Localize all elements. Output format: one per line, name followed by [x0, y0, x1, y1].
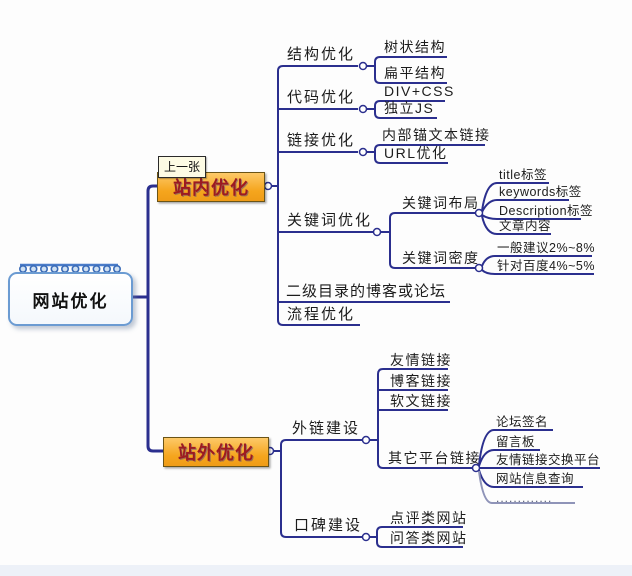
- node-soft-article-links[interactable]: 软文链接: [390, 393, 452, 409]
- node-process-optimization[interactable]: 流程优化: [287, 306, 356, 323]
- handle-onsite[interactable]: [263, 181, 273, 191]
- handle-code[interactable]: [358, 104, 368, 114]
- node-description-tag[interactable]: Description标签: [499, 204, 594, 218]
- node-keyword-optimization[interactable]: 关键词优化: [287, 212, 373, 229]
- offsite-branch-lines: [274, 368, 600, 548]
- node-offsite-optimization[interactable]: 站外优化: [163, 437, 269, 467]
- node-forum-signature[interactable]: 论坛签名: [496, 415, 549, 429]
- handle-keyword[interactable]: [372, 227, 382, 237]
- node-title-tag[interactable]: title标签: [499, 168, 547, 182]
- handle-other-platform[interactable]: [471, 463, 481, 473]
- spiral-binding-icon: [18, 263, 122, 273]
- node-div-css[interactable]: DIV+CSS: [384, 83, 455, 99]
- node-site-info-query[interactable]: 网站信息查询: [496, 472, 575, 486]
- node-link-exchange-platform[interactable]: 友情链接交换平台: [496, 453, 601, 467]
- node-keyword-density[interactable]: 关键词密度: [402, 250, 480, 266]
- node-keyword-layout[interactable]: 关键词布局: [402, 195, 480, 211]
- node-url-optimization[interactable]: URL优化: [384, 145, 448, 161]
- node-tree-structure[interactable]: 树状结构: [384, 39, 446, 55]
- node-flat-structure[interactable]: 扁平结构: [384, 65, 446, 81]
- node-standalone-js[interactable]: 独立JS: [384, 100, 435, 116]
- node-other-platform-links[interactable]: 其它平台链接: [388, 450, 481, 466]
- node-article-content[interactable]: 文章内容: [499, 219, 552, 233]
- handle-link[interactable]: [358, 147, 368, 157]
- handle-reputation[interactable]: [361, 532, 371, 542]
- node-friend-links[interactable]: 友情链接: [390, 352, 452, 368]
- node-density-baidu[interactable]: 针对百度4%~5%: [497, 259, 595, 273]
- node-link-optimization[interactable]: 链接优化: [287, 132, 356, 149]
- node-internal-anchor-links[interactable]: 内部锚文本链接: [382, 127, 491, 143]
- handle-keyword-density[interactable]: [474, 263, 484, 273]
- handle-keyword-layout[interactable]: [474, 208, 484, 218]
- node-more-dots: .............: [496, 491, 553, 505]
- node-keywords-tag[interactable]: keywords标签: [499, 185, 582, 199]
- handle-external-links[interactable]: [361, 435, 371, 445]
- node-review-sites[interactable]: 点评类网站: [390, 510, 468, 526]
- handle-structure[interactable]: [358, 61, 368, 71]
- node-density-general[interactable]: 一般建议2%~8%: [497, 241, 595, 255]
- node-blog-links[interactable]: 博客链接: [390, 373, 452, 389]
- prev-image-button[interactable]: 上一张: [158, 156, 207, 178]
- node-external-links[interactable]: 外链建设: [292, 420, 361, 437]
- node-root[interactable]: 网站优化: [8, 272, 133, 326]
- node-structure-optimization[interactable]: 结构优化: [287, 46, 356, 63]
- node-message-board[interactable]: 留言板: [496, 435, 536, 449]
- trunk-line: [133, 184, 163, 453]
- onsite-branch-lines: [271, 56, 594, 326]
- node-code-optimization[interactable]: 代码优化: [287, 89, 356, 106]
- root-label: 网站优化: [32, 291, 109, 311]
- node-qa-sites[interactable]: 问答类网站: [390, 530, 468, 546]
- node-reputation-building[interactable]: 口碑建设: [294, 517, 363, 534]
- offsite-label: 站外优化: [178, 443, 254, 463]
- bottom-scroll-strip: [0, 565, 632, 576]
- onsite-label: 站内优化: [173, 178, 249, 198]
- node-subdirectory-blog-forum[interactable]: 二级目录的博客或论坛: [286, 283, 447, 300]
